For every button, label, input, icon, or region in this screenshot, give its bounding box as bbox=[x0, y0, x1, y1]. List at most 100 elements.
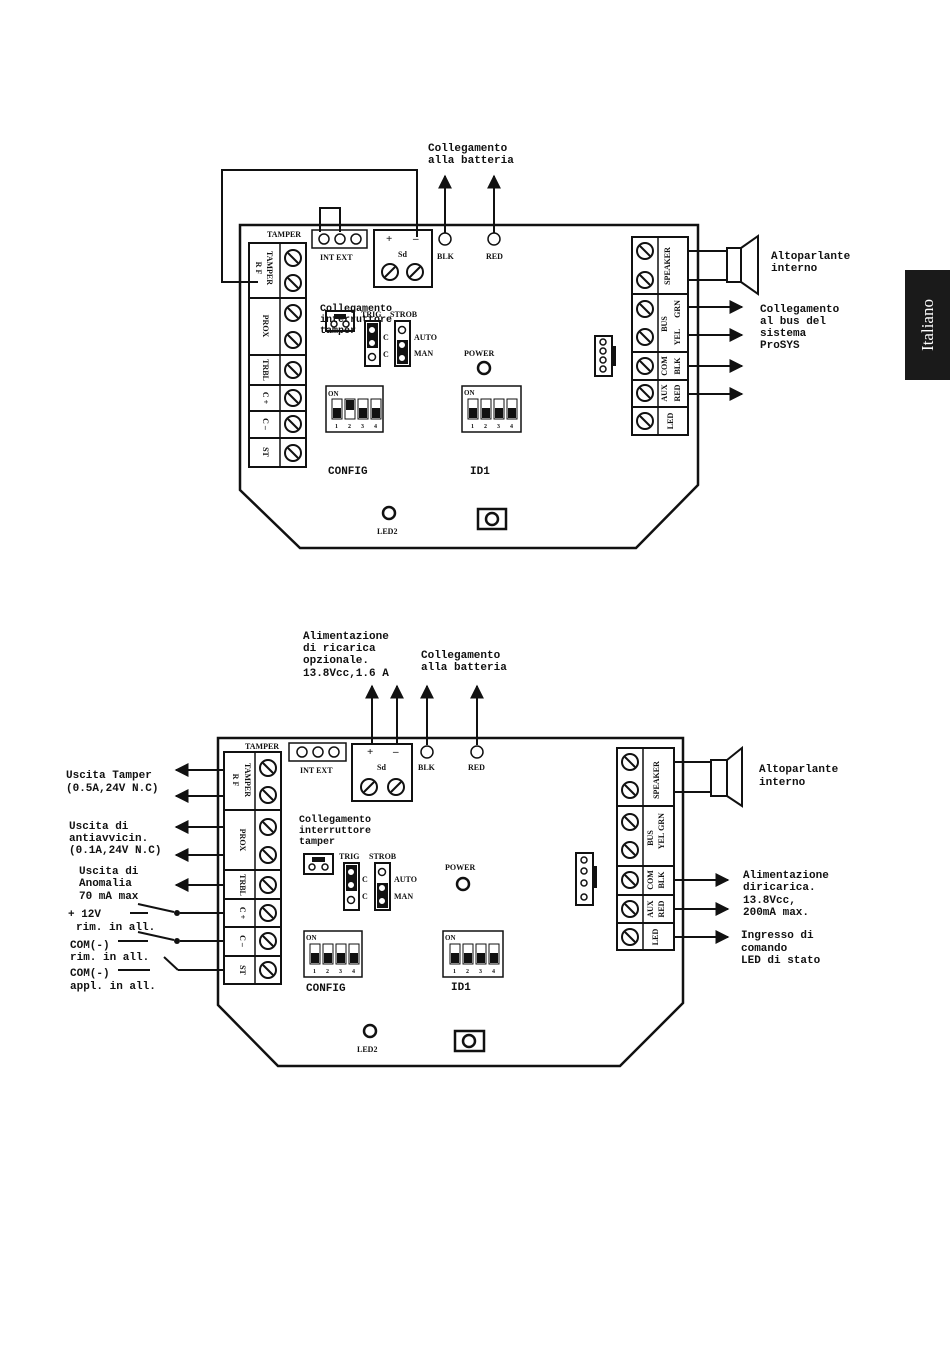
svg-text:4: 4 bbox=[352, 969, 355, 975]
language-tab-label: Italiano bbox=[917, 299, 937, 351]
top-strob-label: STROB bbox=[390, 310, 418, 319]
bottom-speaker-caption-2: interno bbox=[759, 777, 806, 789]
bottom-led-in-caption-3: LED di stato bbox=[741, 955, 821, 967]
bottom-tamper-switch-caption-2: interruttore bbox=[299, 825, 371, 837]
top-id1-dip: ON 1 2 3 4 bbox=[461, 385, 522, 433]
bottom-term-aux: AUX bbox=[646, 900, 655, 918]
top-left-terminal-block: TAMPER R F PROX TRBL C + C – ST bbox=[248, 242, 307, 468]
top-bus-caption-1: Collegamento bbox=[760, 304, 840, 316]
bottom-anomaly-caption-1: Uscita di bbox=[79, 866, 139, 878]
bottom-com-appl-caption-1: COM(-) bbox=[70, 968, 110, 980]
svg-text:3: 3 bbox=[339, 969, 342, 975]
bottom-com-appl-caption-2: appl. in all. bbox=[70, 981, 156, 993]
top-tamper-jumper-bracket bbox=[319, 207, 341, 232]
top-led2-label: LED2 bbox=[377, 527, 397, 536]
bottom-anomaly-caption-3: 70 mA max bbox=[79, 891, 139, 903]
top-int-ext-label: INT EXT bbox=[320, 253, 353, 262]
bottom-anti-caption-2: antiavvicin. bbox=[69, 833, 148, 845]
top-term-prox: PROX bbox=[261, 315, 270, 338]
top-sd-minus: – bbox=[412, 233, 419, 245]
svg-text:4: 4 bbox=[492, 969, 495, 975]
top-wire-blk: BLK bbox=[673, 357, 682, 375]
bottom-anti-caption-3: (0.1A,24V N.C) bbox=[69, 845, 161, 857]
top-tamper-loop-wire bbox=[221, 169, 418, 283]
top-term-speaker: SPEAKER bbox=[663, 247, 672, 285]
top-term-cplus: C + bbox=[261, 392, 270, 405]
top-blk-label: BLK bbox=[437, 252, 455, 261]
bottom-tamper-switch-connector bbox=[303, 853, 334, 875]
bottom-charge-caption-1: Alimentazione bbox=[303, 631, 389, 643]
top-tamper-header bbox=[311, 229, 368, 249]
svg-text:ON: ON bbox=[445, 934, 456, 942]
bottom-charge-caption-2: di ricarica bbox=[303, 643, 376, 655]
bottom-tamper-switch-caption-1: Collegamento bbox=[299, 814, 371, 826]
top-speaker-caption-2: interno bbox=[771, 263, 818, 275]
bottom-right-terminal-block: SPEAKER BUS YEL GRN COM BLK AUX RED LED bbox=[616, 747, 675, 951]
bottom-sd-label: Sd bbox=[377, 763, 386, 772]
svg-text:1: 1 bbox=[335, 424, 338, 430]
svg-text:ON: ON bbox=[328, 390, 339, 398]
top-speaker-icon bbox=[688, 234, 759, 296]
bottom-speaker-icon bbox=[674, 745, 743, 808]
bottom-com-rim-caption-2: rim. in all. bbox=[70, 952, 149, 964]
top-term-com: COM bbox=[660, 356, 669, 376]
bottom-id1-label: ID1 bbox=[451, 982, 471, 994]
bottom-term-cplus: C + bbox=[238, 907, 247, 920]
top-sd-label: Sd bbox=[398, 250, 407, 259]
bottom-int-ext-label: INT EXT bbox=[300, 766, 333, 775]
bottom-term-tamper: TAMPER bbox=[243, 763, 252, 797]
svg-text:4: 4 bbox=[510, 424, 513, 430]
bottom-switch-com-rim bbox=[118, 931, 224, 944]
top-sd-block bbox=[373, 229, 433, 288]
bottom-auto-label: AUTO bbox=[394, 875, 417, 884]
svg-text:1: 1 bbox=[453, 969, 456, 975]
bottom-led2-label: LED2 bbox=[357, 1045, 377, 1054]
bottom-blk-label: BLK bbox=[418, 763, 436, 772]
bottom-switch-plus12 bbox=[130, 903, 224, 916]
bottom-speaker-caption-1: Altoparlante bbox=[759, 764, 839, 776]
top-wire-red: RED bbox=[673, 384, 682, 401]
bottom-sd-block bbox=[351, 743, 413, 802]
bottom-term-led: LED bbox=[651, 929, 660, 946]
svg-text:ON: ON bbox=[464, 389, 475, 397]
bottom-man-label: MAN bbox=[394, 892, 413, 901]
bottom-led-in-caption-2: comando bbox=[741, 943, 788, 955]
bottom-term-rf: R F bbox=[231, 774, 240, 787]
bottom-config-label: CONFIG bbox=[306, 983, 346, 995]
bottom-c-label-2: C bbox=[362, 892, 368, 901]
top-term-rf: R F bbox=[254, 262, 263, 275]
bottom-wire-yel: YEL bbox=[657, 833, 666, 849]
top-term-bus: BUS bbox=[660, 316, 669, 332]
svg-text:1: 1 bbox=[313, 969, 316, 975]
top-config-dip: ON 1 2 3 4 bbox=[325, 385, 384, 433]
bottom-sd-plus: + bbox=[367, 746, 373, 758]
svg-text:4: 4 bbox=[374, 424, 377, 430]
bottom-config-dip: ON 1 2 3 4 bbox=[303, 930, 363, 978]
bottom-led2 bbox=[362, 1023, 378, 1039]
bottom-term-trbl: TRBL bbox=[238, 874, 247, 896]
bottom-com-rim-caption-1: COM(-) bbox=[70, 940, 110, 952]
bottom-power-label: POWER bbox=[445, 863, 475, 872]
svg-text:2: 2 bbox=[466, 969, 469, 975]
bottom-term-prox: PROX bbox=[238, 829, 247, 852]
bottom-anomaly-caption-2: Anomalia bbox=[79, 878, 132, 890]
top-bus-caption-2: al bus del bbox=[760, 316, 826, 328]
bottom-led-in-caption-1: Ingresso di bbox=[741, 930, 814, 942]
top-red-label: RED bbox=[486, 252, 503, 261]
bottom-tamper-out-caption-1: Uscita Tamper bbox=[66, 770, 152, 782]
top-tamper-switch-connector bbox=[325, 310, 355, 332]
bottom-trig-jumper bbox=[343, 862, 360, 911]
bottom-red-label: RED bbox=[468, 763, 485, 772]
bottom-strob-label: STROB bbox=[369, 852, 397, 861]
bottom-charge-right-caption-4: 200mA max. bbox=[743, 907, 809, 919]
bottom-tamper-header bbox=[288, 742, 347, 762]
top-right-terminal-block: SPEAKER BUS GRN YEL COM BLK AUX RED LED bbox=[631, 236, 689, 436]
bottom-battery-caption-2: alla batteria bbox=[421, 662, 507, 674]
bottom-blk-post bbox=[420, 745, 434, 759]
top-id1-label: ID1 bbox=[470, 466, 490, 478]
svg-text:2: 2 bbox=[484, 424, 487, 430]
svg-text:2: 2 bbox=[348, 424, 351, 430]
top-diagram: Collegamento alla batteria BLK RED TAMPE… bbox=[221, 143, 851, 550]
top-bus-caption-4: ProSYS bbox=[760, 340, 800, 352]
